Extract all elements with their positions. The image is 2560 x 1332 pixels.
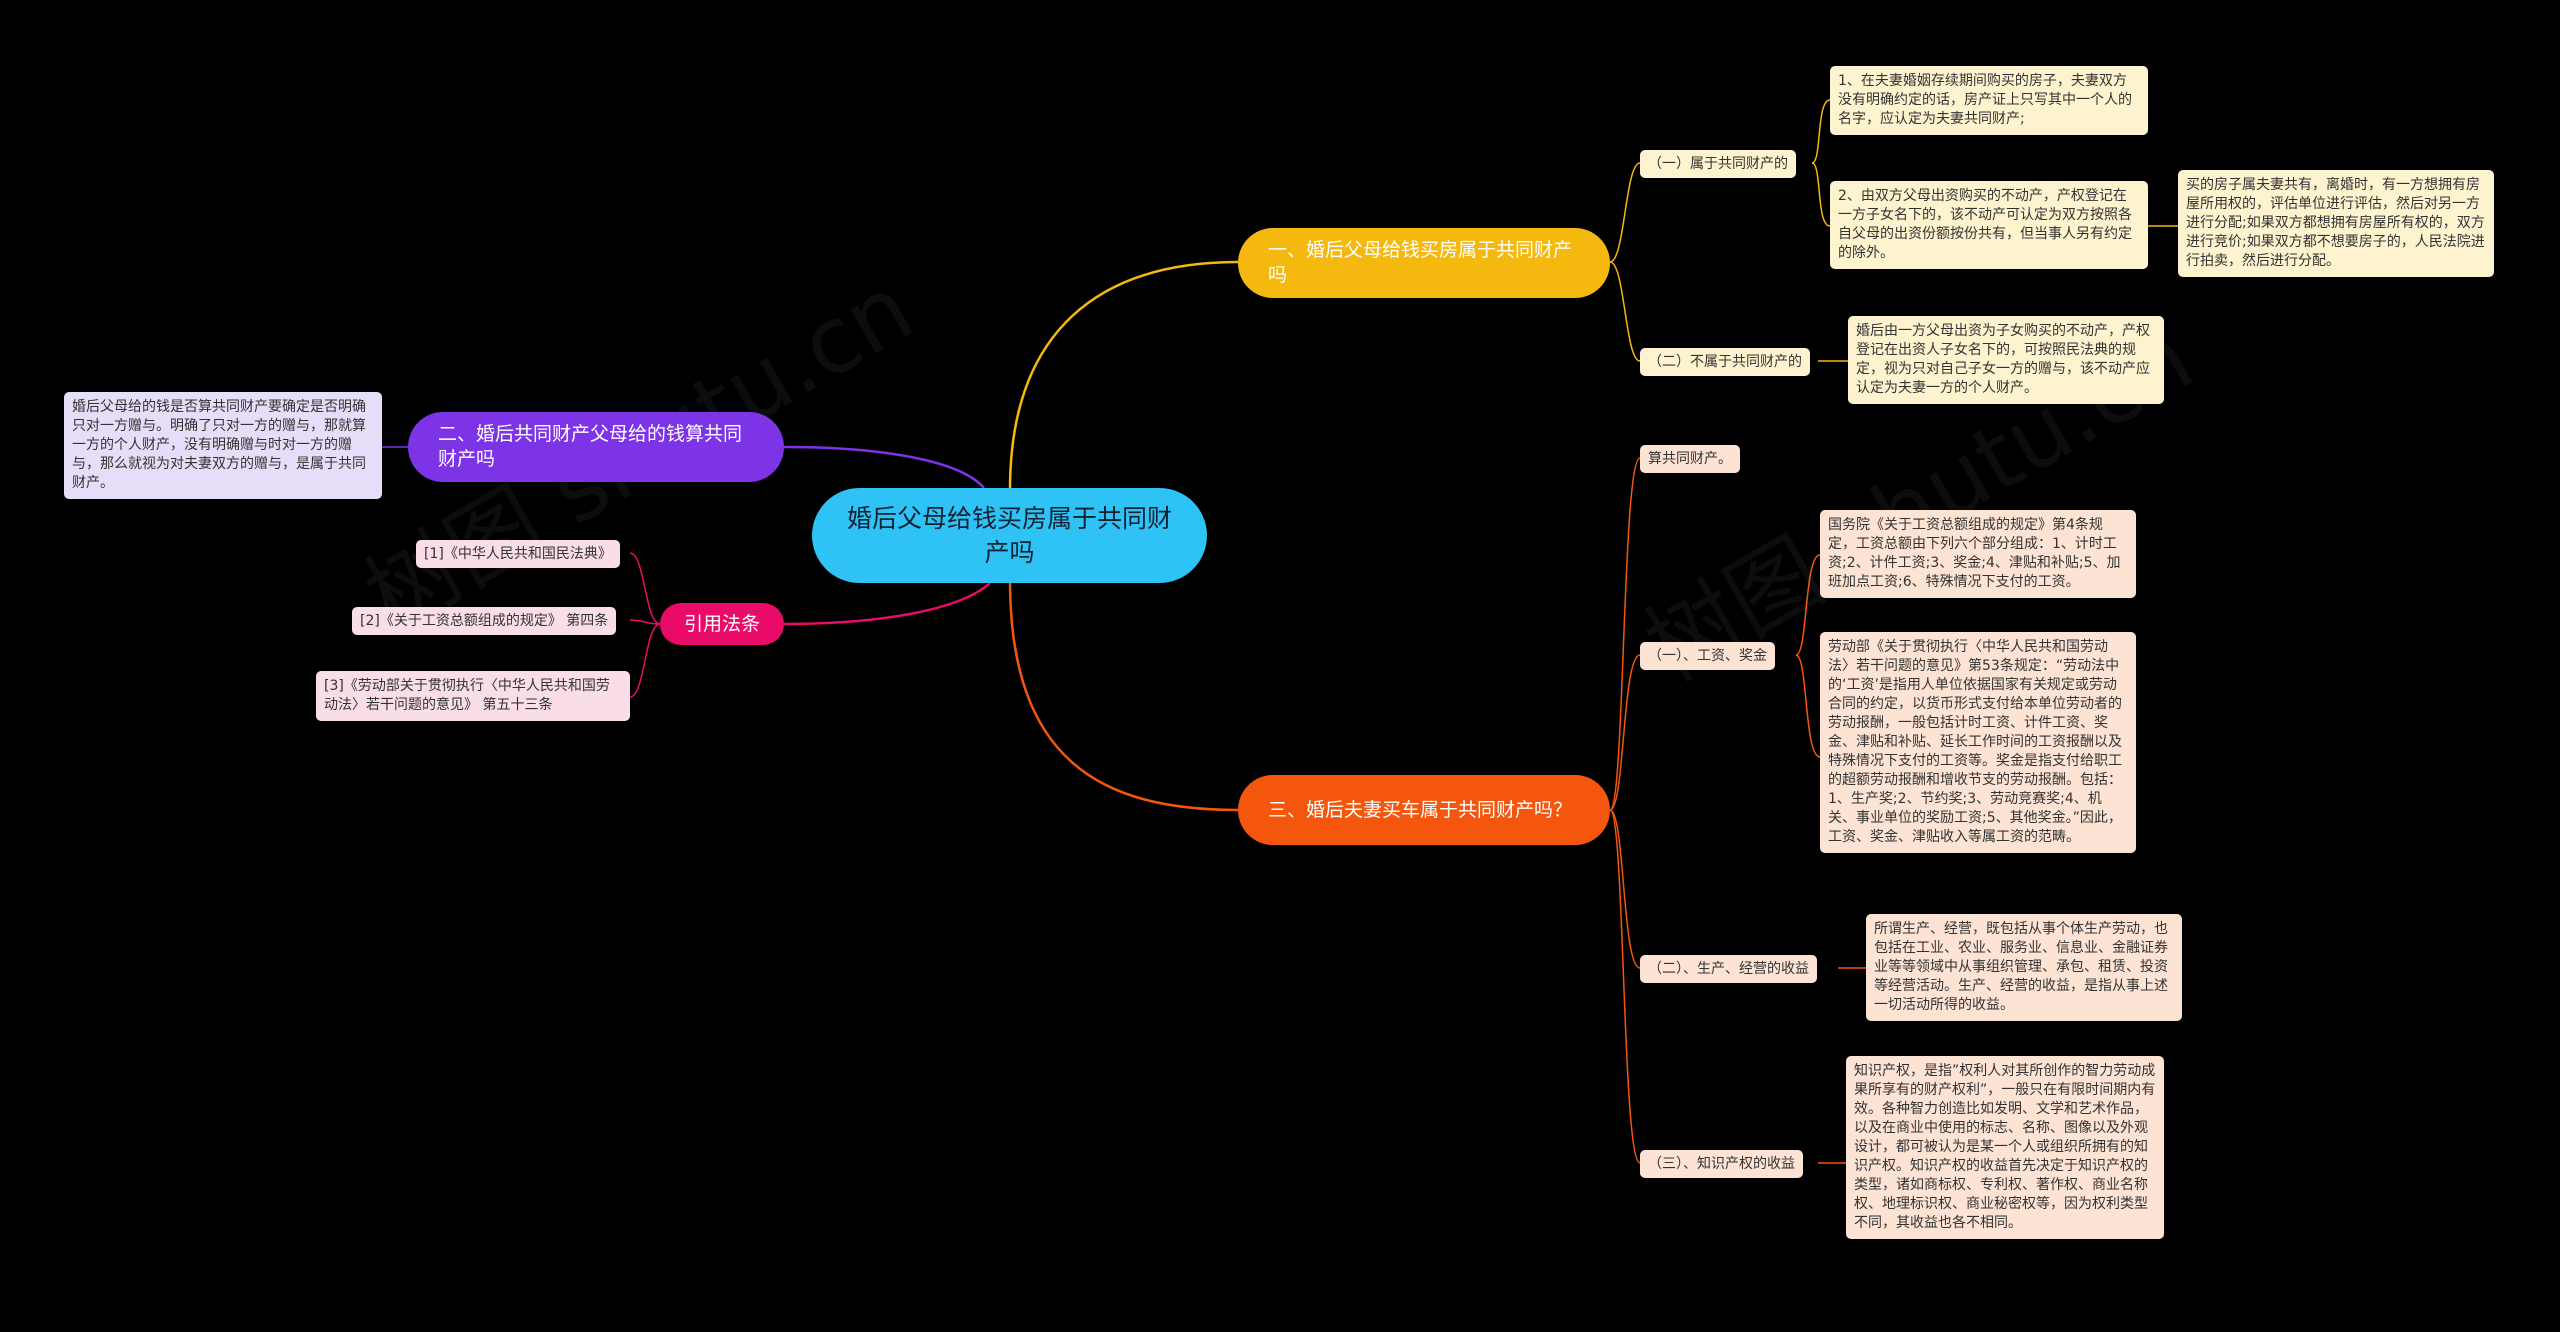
b1-sub2-node[interactable]: （二）不属于共同财产的 — [1640, 348, 1810, 376]
citation-2[interactable]: [2]《关于工资总额组成的规定》 第四条 — [352, 607, 617, 635]
branch-node-2[interactable]: 二、婚后共同财产父母给的钱算共同财产吗 — [408, 412, 784, 482]
b3-sub3-node[interactable]: （三）、知识产权的收益 — [1640, 1150, 1803, 1178]
b1-sub1-item2-note: 买的房子属夫妻共有，离婚时，有一方想拥有房屋所用权的，评估单位进行评估，然后对另… — [2178, 170, 2494, 277]
root-node[interactable]: 婚后父母给钱买房属于共同财产吗 — [812, 488, 1207, 583]
branch-node-1[interactable]: 一、婚后父母给钱买房属于共同财产吗 — [1238, 228, 1610, 298]
branch-3-label: 三、婚后夫妻买车属于共同财产吗？ — [1268, 798, 1573, 821]
branch-2-label: 二、婚后共同财产父母给的钱算共同财产吗 — [438, 423, 743, 470]
b3-sub3-item1: 知识产权，是指”权利人对其所创作的智力劳动成果所享有的财产权利”，一般只在有限时… — [1846, 1056, 2164, 1239]
b3-top-node[interactable]: 算共同财产。 — [1640, 445, 1740, 473]
b1-sub1-node[interactable]: （一）属于共同财产的 — [1640, 150, 1796, 178]
b1-sub1-item1: 1、在夫妻婚姻存续期间购买的房子，夫妻双方没有明确约定的话，房产证上只写其中一个… — [1830, 66, 2148, 135]
citation-3[interactable]: [3]《劳动部关于贯彻执行〈中华人民共和国劳动法〉若干问题的意见》 第五十三条 — [316, 671, 630, 721]
b3-sub1-node[interactable]: （一）、工资、奖金 — [1640, 642, 1775, 670]
b1-sub2-item1: 婚后由一方父母出资为子女购买的不动产，产权登记在出资人子女名下的，可按照民法典的… — [1848, 316, 2164, 404]
b3-sub1-item1: 国务院《关于工资总额组成的规定》第4条规定，工资总额由下列六个部分组成：1、计时… — [1820, 510, 2136, 598]
b3-sub1-item2: 劳动部《关于贯彻执行〈中华人民共和国劳动法〉若干问题的意见》第53条规定：“劳动… — [1820, 632, 2136, 853]
branch-node-4[interactable]: 引用法条 — [660, 603, 784, 645]
root-label: 婚后父母给钱买房属于共同财产吗 — [846, 503, 1172, 567]
branch-4-label: 引用法条 — [683, 612, 760, 635]
b3-sub2-node[interactable]: （二）、生产、经营的收益 — [1640, 955, 1817, 983]
b2-item1: 婚后父母给的钱是否算共同财产要确定是否明确只对一方赠与。明确了只对一方的赠与，那… — [64, 392, 382, 499]
b1-sub1-item2: 2、由双方父母出资购买的不动产，产权登记在一方子女名下的，该不动产可认定为双方按… — [1830, 181, 2148, 269]
b3-sub2-item1: 所谓生产、经营，既包括从事个体生产劳动，也包括在工业、农业、服务业、信息业、金融… — [1866, 914, 2182, 1021]
citation-1[interactable]: [1]《中华人民共和国民法典》 — [416, 540, 620, 568]
branch-node-3[interactable]: 三、婚后夫妻买车属于共同财产吗？ — [1238, 775, 1610, 845]
branch-1-label: 一、婚后父母给钱买房属于共同财产吗 — [1268, 239, 1573, 286]
